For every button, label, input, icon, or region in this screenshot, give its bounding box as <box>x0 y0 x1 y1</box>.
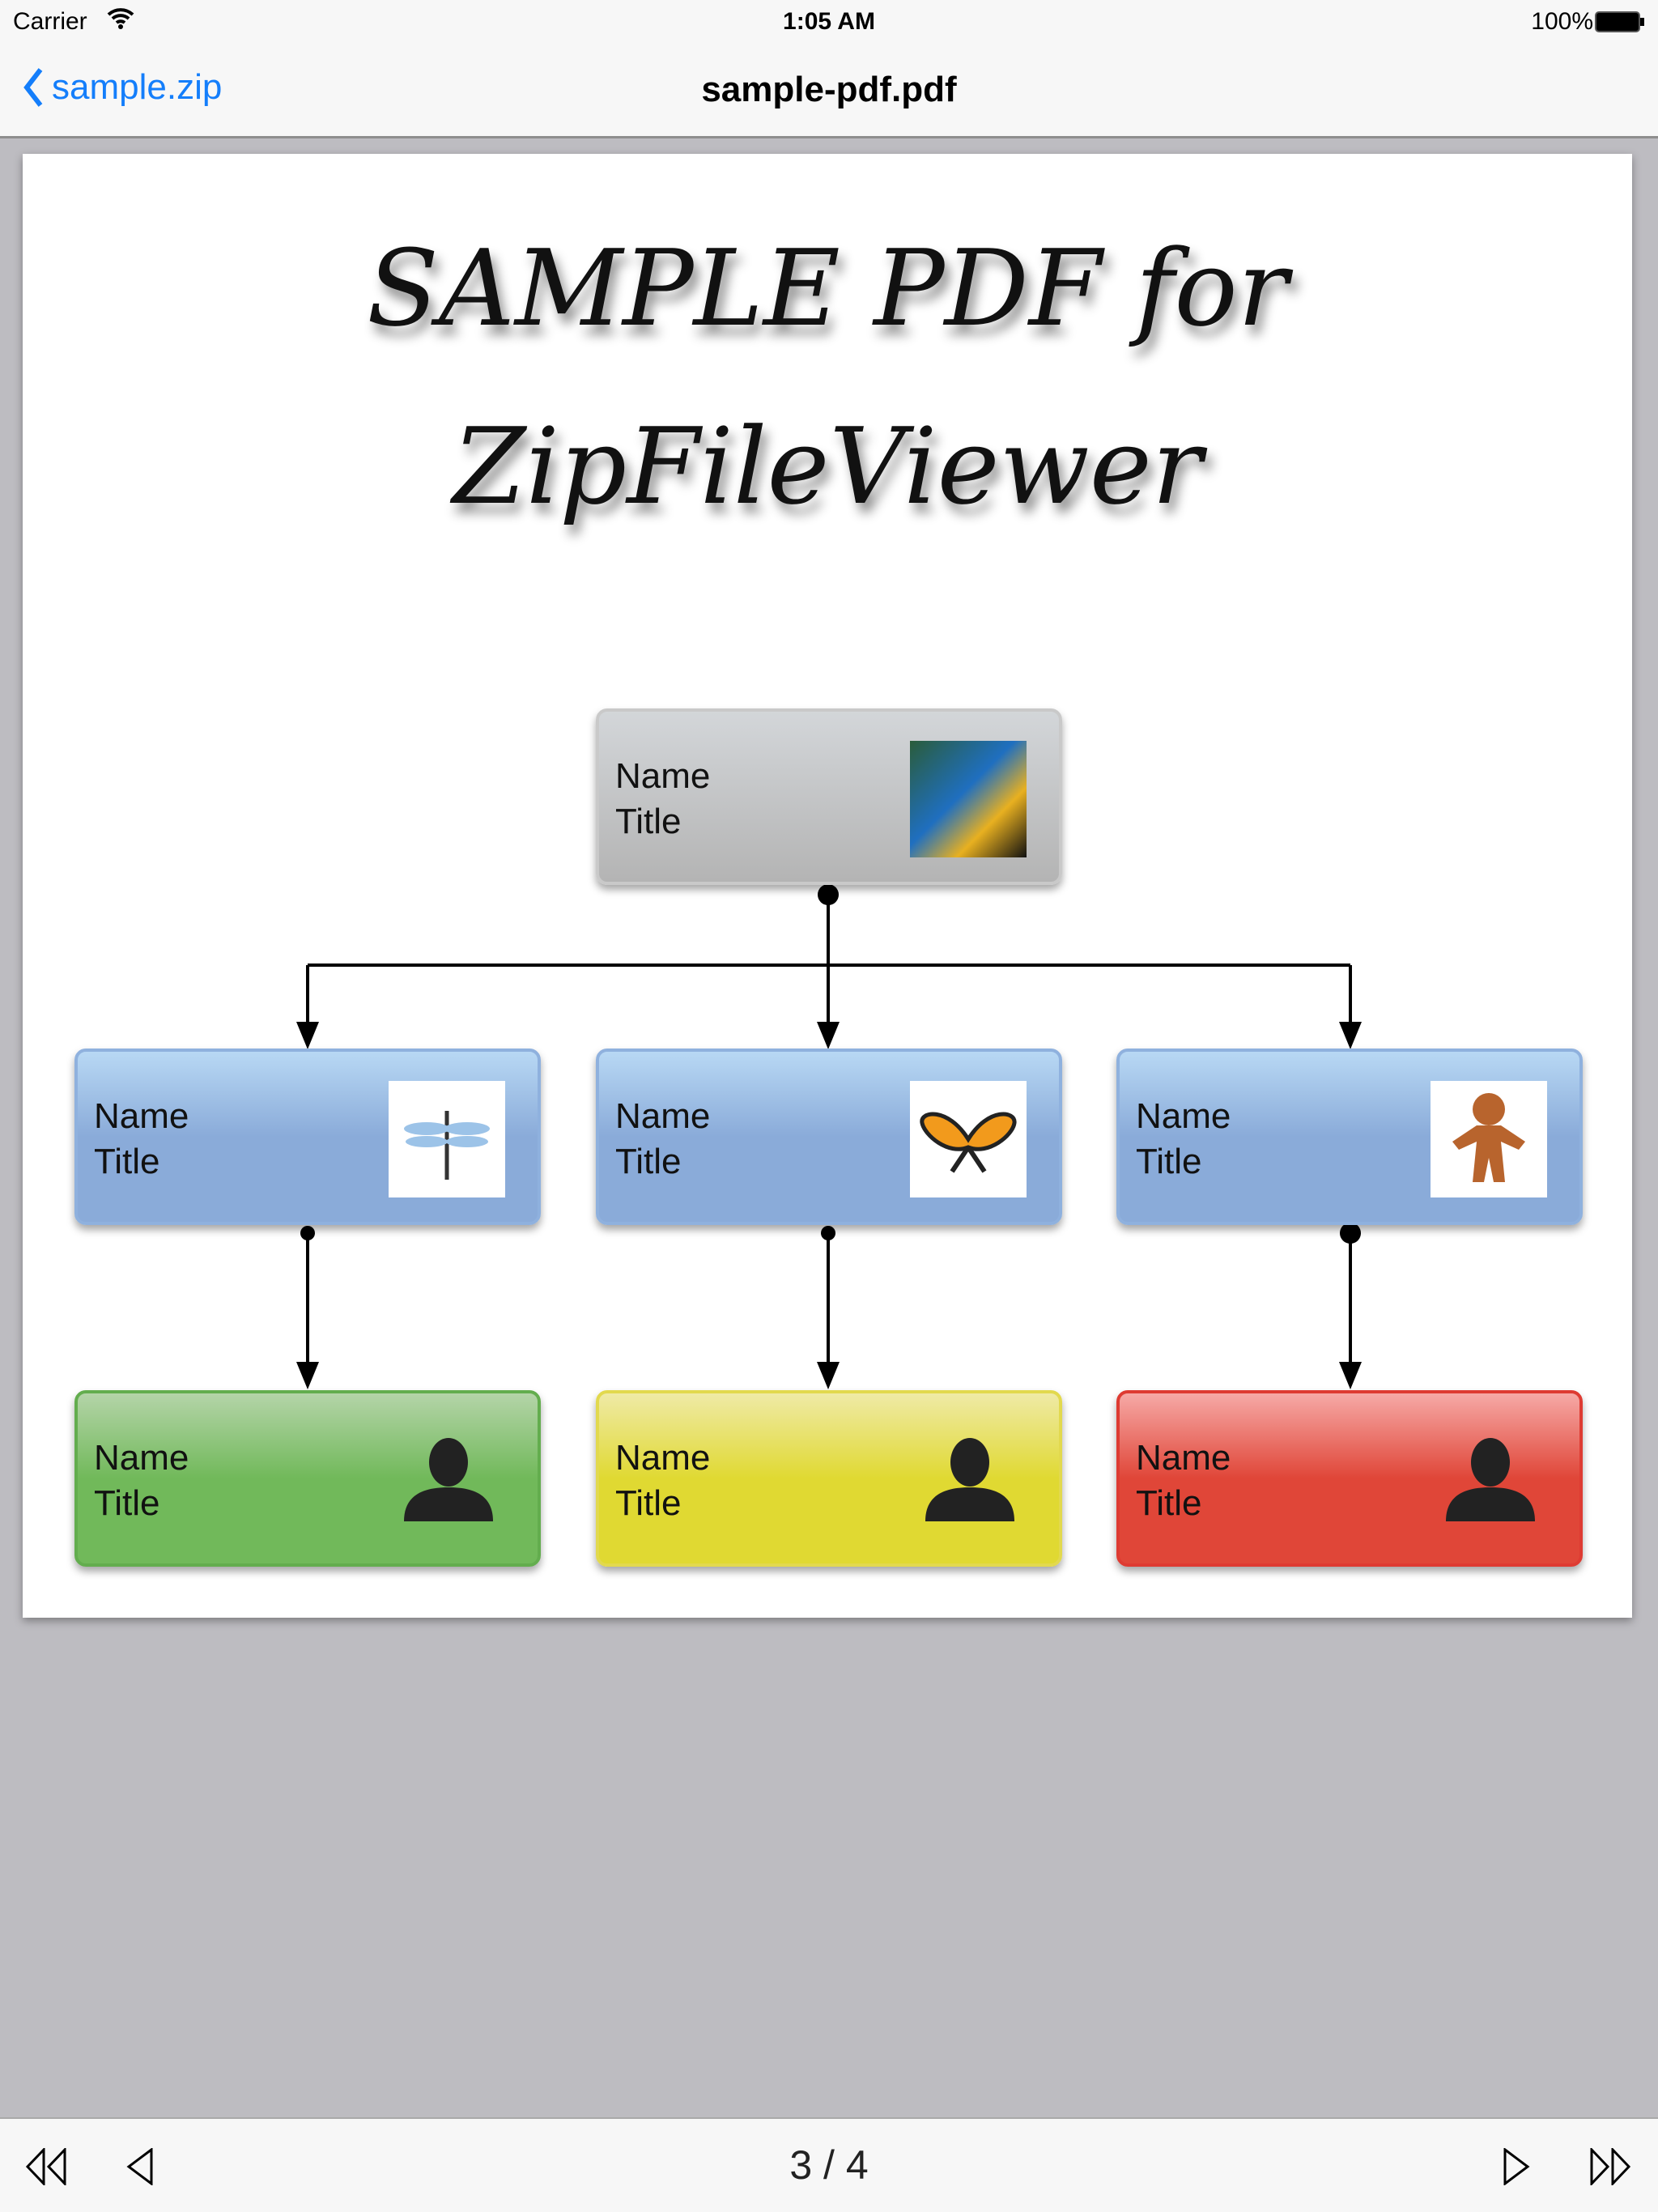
butterfly-image <box>910 1081 1027 1197</box>
person-icon <box>404 1438 493 1521</box>
clock: 1:05 AM <box>783 8 875 35</box>
document-title-line1: SAMPLE PDF for <box>367 227 1288 350</box>
next-page-button[interactable] <box>1502 2147 1531 2189</box>
node-title: Title <box>1136 1142 1202 1181</box>
back-label: sample.zip <box>52 67 223 107</box>
node-title: Title <box>1136 1483 1202 1523</box>
page-indicator: 3 / 4 <box>789 2142 869 2188</box>
node-name: Name <box>615 1096 711 1136</box>
first-page-icon <box>25 2146 66 2187</box>
chevron-left-icon <box>23 68 43 107</box>
navigation-bar: sample.zip sample-pdf.pdf <box>0 45 1658 138</box>
node-name: Name <box>1136 1096 1231 1136</box>
gingerbread-image <box>1431 1081 1547 1197</box>
node-name: Name <box>94 1438 189 1478</box>
node-title: Title <box>615 1483 682 1523</box>
document-title-line2: ZipFileViewer <box>453 405 1202 528</box>
page-title: sample-pdf.pdf <box>701 70 957 109</box>
bottom-toolbar: 3 / 4 <box>0 2117 1658 2212</box>
battery-percent: 100% <box>1531 8 1593 35</box>
battery-icon <box>1595 11 1645 39</box>
previous-page-button[interactable] <box>125 2147 155 2189</box>
node-title: Title <box>94 1142 160 1181</box>
first-page-button[interactable] <box>24 2146 68 2189</box>
node-name: Name <box>94 1096 189 1136</box>
node-title: Title <box>615 802 682 841</box>
parrot-image <box>910 741 1027 857</box>
org-chart-connectors <box>296 884 1362 1389</box>
person-icon <box>1446 1438 1535 1521</box>
wifi-icon <box>107 6 134 37</box>
node-name: Name <box>615 1438 711 1478</box>
back-button[interactable]: sample.zip <box>23 66 222 108</box>
next-page-icon <box>1503 2147 1530 2186</box>
last-page-button[interactable] <box>1588 2146 1632 2189</box>
node-name: Name <box>615 756 711 796</box>
node-title: Title <box>615 1142 682 1181</box>
carrier-label: Carrier <box>13 8 87 35</box>
dragonfly-image <box>389 1081 505 1197</box>
node-name: Name <box>1136 1438 1231 1478</box>
person-icon <box>925 1438 1014 1521</box>
node-title: Title <box>94 1483 160 1523</box>
previous-page-icon <box>126 2147 153 2186</box>
status-bar: Carrier 1:05 AM 100% <box>0 0 1658 45</box>
last-page-icon <box>1590 2146 1631 2187</box>
